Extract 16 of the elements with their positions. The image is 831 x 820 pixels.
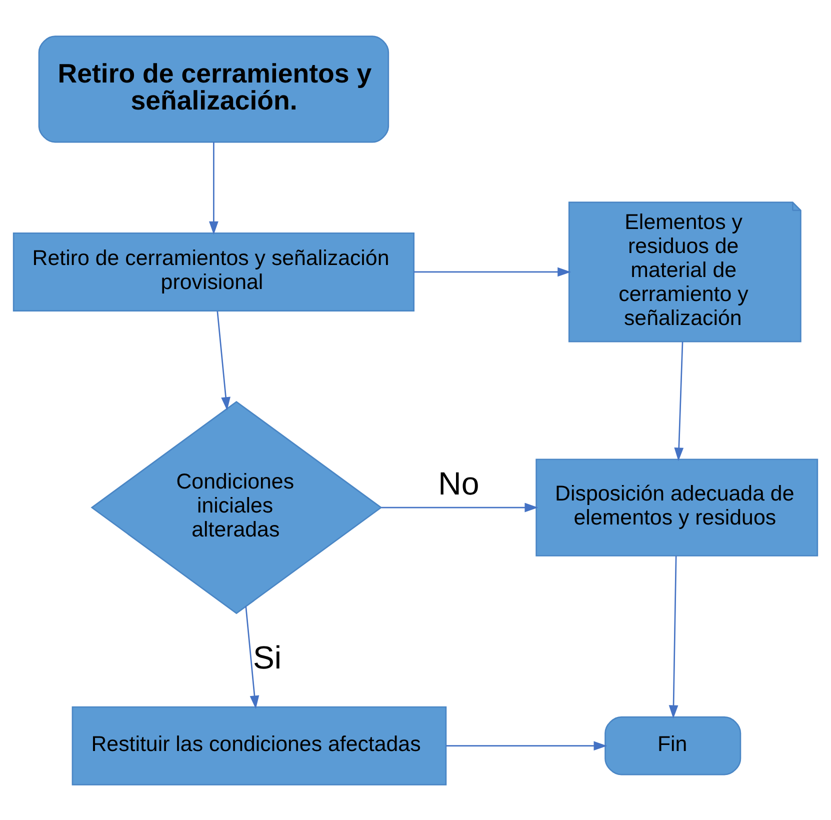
arrow bbox=[414, 266, 571, 276]
arrow bbox=[245, 606, 260, 708]
edge-label: Si bbox=[252, 638, 282, 675]
arrow bbox=[216, 310, 230, 410]
edge-label: No bbox=[438, 464, 480, 501]
arrow bbox=[209, 142, 218, 234]
node-box: Restituir las condiciones afectadas bbox=[72, 706, 447, 785]
arrow bbox=[668, 555, 678, 718]
node-box: Retiro de cerramientos y señalización provisional bbox=[12, 232, 414, 311]
arrow bbox=[381, 502, 538, 512]
arrow bbox=[446, 740, 608, 750]
node-box: Disposición adecuada de elementos y residuos bbox=[536, 458, 818, 556]
node-diamond: Condiciones iniciales alteradas bbox=[90, 400, 382, 614]
node-box: Fin bbox=[604, 716, 742, 775]
node-box: Retiro de cerramientos y señalización. bbox=[38, 35, 390, 142]
arrow bbox=[674, 341, 684, 461]
